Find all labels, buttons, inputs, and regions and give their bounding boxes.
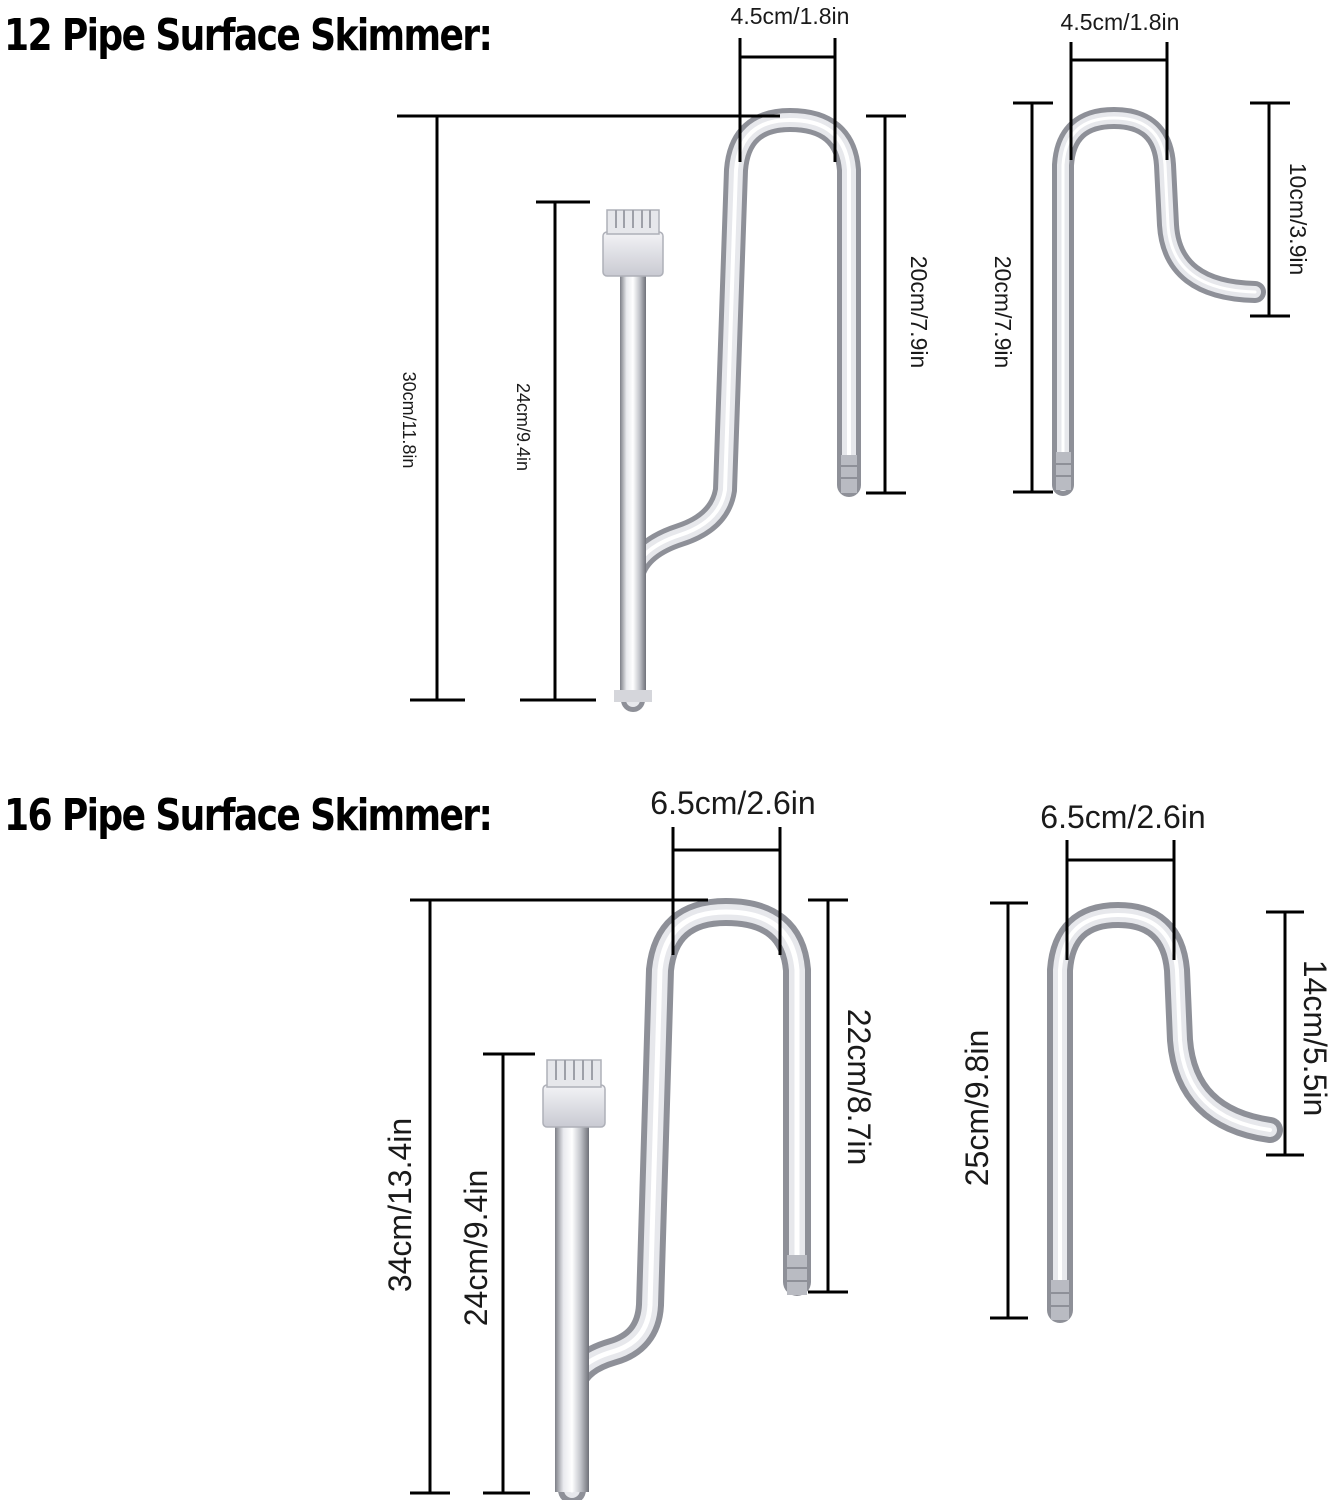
label-16-outflow-width: 6.5cm/2.6in <box>1040 799 1205 835</box>
label-16-skimmer-height: 24cm/9.4in <box>458 1170 494 1327</box>
label-16-outer-leg: 22cm/8.7in <box>841 1009 877 1166</box>
label-16-outflow-height: 25cm/9.8in <box>959 1030 995 1187</box>
label-12-outflow-width: 4.5cm/1.8in <box>1061 9 1180 35</box>
hose-barb <box>787 1255 807 1295</box>
label-12-skimmer-height: 24cm/9.4in <box>513 383 533 471</box>
skimmer-head <box>602 231 664 277</box>
skimmer-tube <box>555 1122 589 1492</box>
hose-barb <box>1056 452 1071 490</box>
label-12-total-height: 30cm/11.8in <box>399 372 419 469</box>
dimension-lines-12 <box>397 38 1290 702</box>
label-16-outflow-drop: 14cm/5.5in <box>1297 960 1333 1117</box>
inflow-pipe-12 <box>602 108 861 712</box>
inflow-pipe-16 <box>542 898 811 1500</box>
skimmer-head <box>542 1084 606 1128</box>
label-12-outer-leg: 20cm/7.9in <box>906 256 932 369</box>
label-16-inflow-width: 6.5cm/2.6in <box>650 785 815 821</box>
label-12-outflow-drop: 10cm/3.9in <box>1285 163 1311 276</box>
heading-16-pipe: 16 Pipe Surface Skimmer: <box>4 790 493 841</box>
skimmer-tube <box>620 272 646 700</box>
label-12-inflow-width: 4.5cm/1.8in <box>731 3 850 29</box>
hose-barb <box>1051 1280 1069 1320</box>
label-16-total-height: 34cm/13.4in <box>382 1118 418 1292</box>
dimension-lines-16 <box>410 827 1304 1495</box>
outflow-pipe-12 <box>1052 107 1266 496</box>
outflow-pipe-16 <box>1047 902 1283 1323</box>
label-12-outflow-height: 20cm/7.9in <box>990 256 1016 369</box>
hose-barb <box>841 455 857 493</box>
heading-12-pipe: 12 Pipe Surface Skimmer: <box>4 10 493 61</box>
